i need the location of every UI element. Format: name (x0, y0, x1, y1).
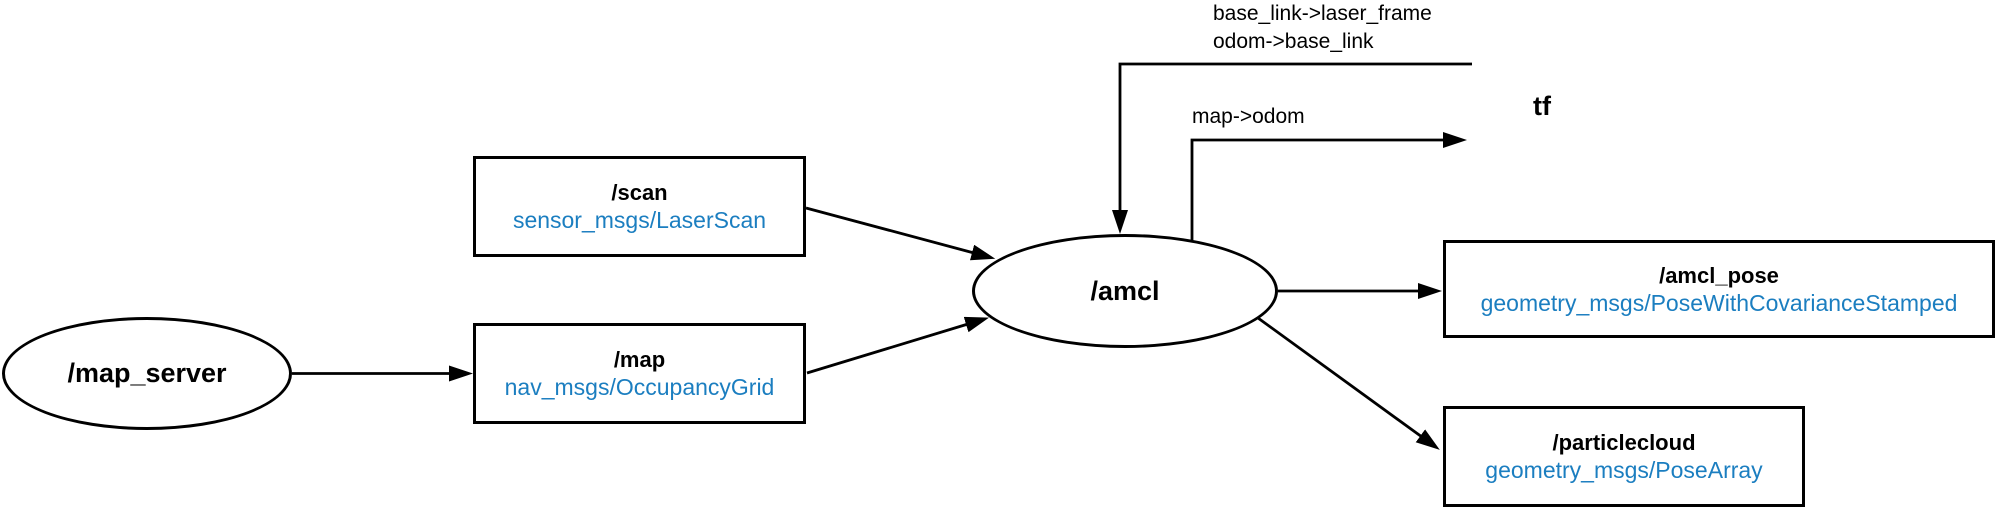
topic-map: /map nav_msgs/OccupancyGrid (473, 323, 806, 424)
topic-amcl-pose: /amcl_pose geometry_msgs/PoseWithCovaria… (1443, 240, 1995, 338)
edge-label-map-odom: map->odom (1192, 105, 1305, 128)
topic-amcl-pose-label: /amcl_pose (1659, 262, 1779, 288)
topic-scan-msg-type: sensor_msgs/LaserScan (512, 207, 767, 233)
topic-scan: /scan sensor_msgs/LaserScan (473, 156, 806, 257)
node-amcl: /amcl (972, 234, 1278, 348)
topic-particlecloud-label: /particlecloud (1552, 430, 1696, 455)
node-tf: tf (1472, 46, 1612, 167)
node-amcl-label: /amcl (1090, 275, 1160, 306)
edge-map-to-amcl (806, 316, 990, 375)
topic-amcl-pose-msg-type: geometry_msgs/PoseWithCovarianceStamped (1480, 289, 1958, 316)
node-map-server: /map_server (2, 317, 292, 430)
node-map-server-label: /map_server (67, 358, 227, 388)
edge-amcl-to-tf (1190, 132, 1467, 240)
edge-amcl-to-particlecloud (1257, 316, 1440, 450)
topic-particlecloud: /particlecloud geometry_msgs/PoseArray (1443, 406, 1805, 507)
edge-scan-to-amcl (805, 206, 996, 261)
topic-scan-label: /scan (611, 180, 668, 205)
topic-particlecloud-msg-type: geometry_msgs/PoseArray (1485, 457, 1763, 483)
topic-map-msg-type: nav_msgs/OccupancyGrid (504, 374, 775, 400)
edge-tf-to-amcl (1112, 62, 1472, 234)
topic-map-label: /map (613, 347, 666, 372)
node-tf-label: tf (1533, 91, 1551, 121)
edge-label-base-link-laser-frame: base_link->laser_frame (1213, 2, 1432, 25)
edge-label-odom-base-link: odom->base_link (1213, 30, 1374, 53)
